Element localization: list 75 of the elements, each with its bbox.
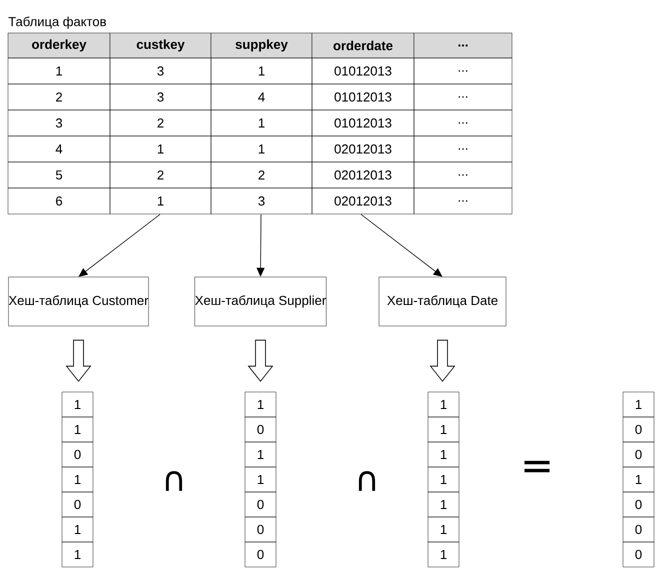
table-cell: 02012013 (312, 136, 414, 162)
node-label: 0 (74, 500, 81, 510)
node-label: 0 (257, 500, 264, 510)
table-cell: 6 (8, 188, 110, 214)
node-label: 1 (258, 450, 264, 459)
table-cell: 3 (8, 110, 110, 136)
table-cell: 1 (210, 136, 312, 162)
table-cell: 2 (110, 162, 212, 188)
operator-symbol: ∩ (358, 471, 376, 491)
operator-symbol: ∩ (166, 471, 182, 491)
hash-table-box: Хеш-таблица Supplier (194, 276, 326, 326)
table-cell: 01012013 (312, 110, 414, 136)
header-cell: orderdate (312, 32, 414, 58)
table-cell: 4 (210, 84, 312, 110)
table-cell: 2 (8, 84, 110, 110)
table-cell: 2 (210, 162, 312, 188)
table-cell: ... (414, 58, 512, 84)
table-cell: ... (414, 188, 512, 214)
node-label: 1 (258, 475, 264, 484)
node-label: 1 (440, 475, 446, 484)
table-cell: 1 (8, 58, 110, 84)
bit-vector: 1 0 1 1 0 0 0 (244, 392, 276, 568)
table-cell: 3 (110, 58, 212, 84)
node-label: 1 (74, 525, 80, 534)
node-label: 1 (74, 475, 80, 484)
node-label: 0 (635, 424, 642, 434)
table-title: Таблица фактов (8, 16, 106, 29)
table-cell: 02012013 (312, 188, 414, 214)
node-label: 1 (440, 425, 446, 434)
table-cell: 1 (210, 58, 312, 84)
operator-symbol: = (524, 460, 550, 472)
header-cell: orderkey (8, 32, 110, 58)
table-cell: 5 (8, 162, 110, 188)
node-label: 0 (257, 424, 264, 434)
bit-vector: 1 0 0 1 0 0 0 (622, 392, 654, 568)
node-label: 0 (635, 500, 642, 510)
arrow (360, 214, 442, 277)
table-cell: 3 (210, 188, 312, 214)
node-label: 1 (440, 550, 446, 559)
header-cell: custkey (110, 32, 212, 58)
node-label: 0 (635, 550, 642, 560)
table-cell: 3 (110, 84, 212, 110)
hollow-arrow (66, 340, 92, 382)
table-cell: ... (414, 136, 512, 162)
node-label: 0 (257, 550, 264, 560)
hollow-arrow (430, 340, 456, 382)
hash-table-box: Хеш-таблица Customer (8, 276, 149, 326)
node-label: 1 (74, 425, 80, 434)
table-cell: 1 (210, 110, 312, 136)
node-label: 0 (635, 524, 642, 534)
table-cell: 02012013 (312, 162, 414, 188)
node-label: 1 (74, 550, 80, 559)
table-cell: 2 (110, 110, 212, 136)
table-cell: 01012013 (312, 58, 414, 84)
node-label: 0 (257, 524, 264, 534)
bit-vector: 1 1 0 1 0 1 1 (62, 392, 94, 568)
table-cell: 1 (110, 188, 212, 214)
table-cell: ... (414, 84, 512, 110)
node-label: 1 (636, 475, 642, 484)
table-cell: 1 (110, 136, 212, 162)
hollow-arrow (248, 340, 274, 382)
table-cell: ... (414, 162, 512, 188)
table-cell: 4 (8, 136, 110, 162)
header-cell: ... (414, 32, 512, 58)
node-label: 0 (74, 450, 81, 460)
hash-table-box: Хеш-таблица Date (378, 276, 506, 326)
node-label: 1 (440, 450, 446, 459)
table-cell: ... (414, 110, 512, 136)
node-label: 0 (635, 450, 642, 460)
header-cell: suppkey (210, 32, 312, 58)
bit-vector: 1 1 1 1 1 1 1 (428, 392, 460, 568)
node-label: 1 (440, 500, 446, 509)
table-cell: 01012013 (312, 84, 414, 110)
arrow (78, 214, 160, 277)
node-label: 1 (440, 525, 446, 534)
